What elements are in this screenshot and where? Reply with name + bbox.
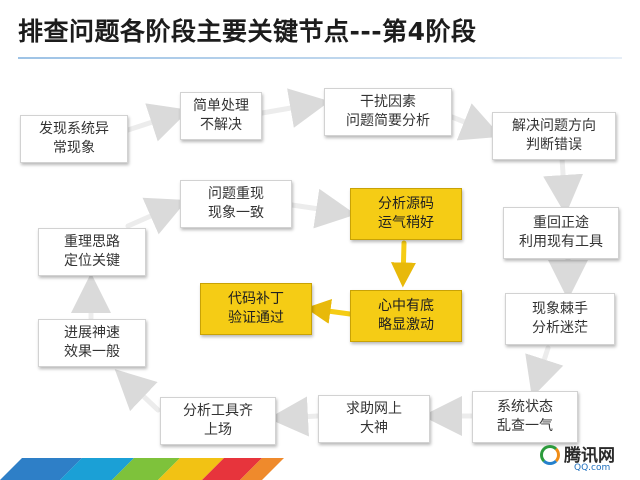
logo-domain: QQ.com	[574, 463, 611, 473]
node-n13: 分析源码 运气稍好	[350, 188, 462, 240]
arrow-n13-n14	[390, 240, 416, 288]
tencent-logo-icon	[540, 445, 560, 465]
node-n14: 心中有底 略显激动	[350, 290, 462, 342]
arrow-n1-n2	[125, 103, 190, 142]
node-n2: 简单处理 不解决	[180, 92, 262, 140]
node-n1: 发现系统异 常现象	[20, 115, 128, 163]
node-n12: 问题重现 现象一致	[180, 180, 292, 228]
arrow-n14-n15	[305, 298, 353, 324]
arrow-n3-n4	[449, 103, 502, 141]
node-n11: 重理思路 定位关键	[38, 228, 146, 276]
page-title: 排查问题各阶段主要关键节点---第4阶段	[18, 17, 477, 46]
node-n10: 进展神速 效果一般	[38, 319, 146, 367]
node-n5: 重回正途 利用现有工具	[503, 207, 619, 259]
arrow-n9-n10	[114, 369, 161, 413]
arrow-n4-n5	[543, 155, 584, 215]
node-n7: 系统状态 乱查一气	[472, 391, 578, 443]
node-n6: 现象棘手 分析迷茫	[505, 293, 615, 345]
node-n8: 求助网上 大神	[318, 395, 430, 443]
node-n3: 干扰因素 问题简要分析	[324, 88, 452, 136]
arrow-n12-n13	[289, 188, 356, 229]
node-n9: 分析工具齐 上场	[160, 397, 276, 445]
node-n4: 解决问题方向 判断错误	[492, 112, 616, 160]
tencent-logo: 腾讯网 QQ.com	[540, 441, 636, 475]
arrow-n6-n7	[525, 345, 564, 398]
title-underline	[18, 57, 622, 59]
arrow-n2-n3	[259, 88, 330, 128]
node-n15: 代码补丁 验证通过	[200, 283, 312, 335]
logo-name: 腾讯网	[564, 446, 615, 466]
arrow-n11-n12	[125, 197, 188, 235]
arrow-n8-n9	[268, 396, 321, 437]
